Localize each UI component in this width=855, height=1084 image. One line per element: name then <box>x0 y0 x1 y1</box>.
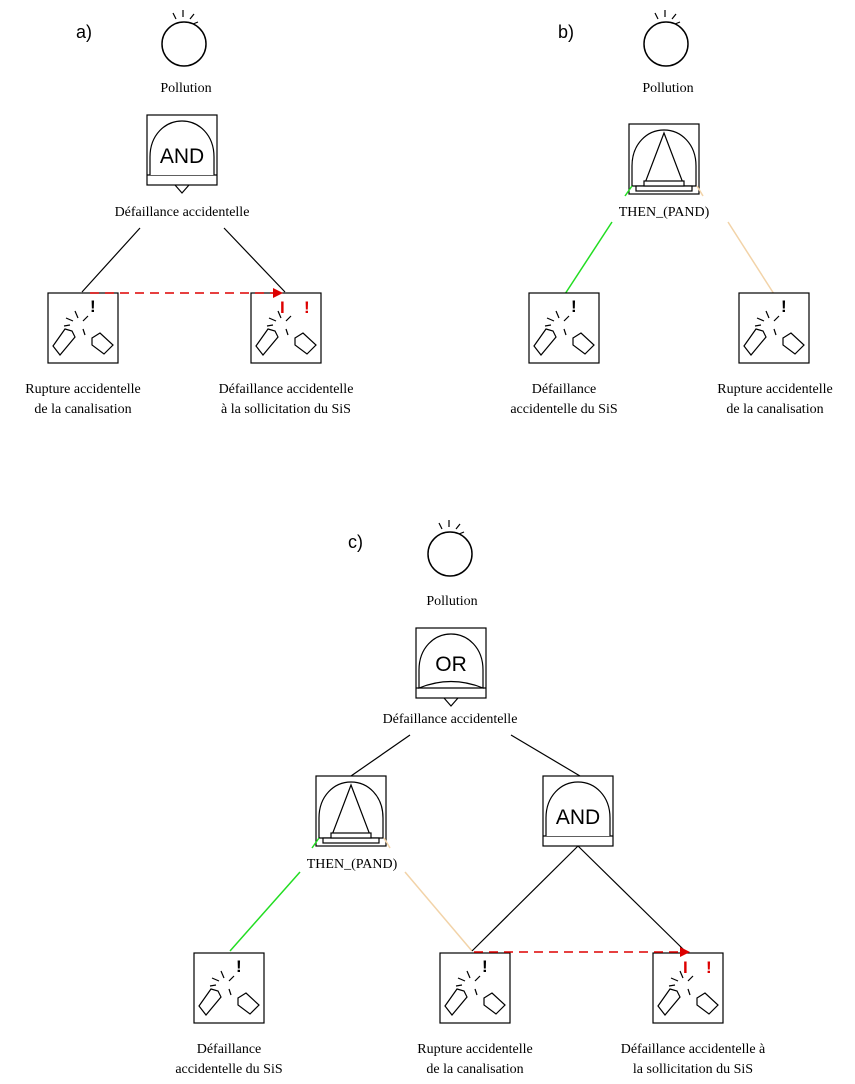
branch-line-first <box>564 221 613 295</box>
event-label-line2: de la canalisation <box>34 402 131 417</box>
branch-line-right <box>510 734 581 777</box>
gate-type-label: OR <box>435 653 467 676</box>
gate-transfer-mark <box>443 697 459 707</box>
top-event-label: Pollution <box>426 594 477 609</box>
panel-label-a: a) <box>76 22 92 42</box>
exclamation-mark: ! <box>571 297 577 316</box>
basic-event-icon <box>652 952 724 1024</box>
event-label-line1: Défaillance <box>197 1042 262 1057</box>
pand-input-first <box>624 185 633 197</box>
event-label-line1: Rupture accidentelle <box>717 382 832 397</box>
basic-event-icon <box>250 292 322 364</box>
pand-input-first <box>311 837 320 849</box>
event-label-line2: de la canalisation <box>726 402 823 417</box>
gate-type-label: AND <box>556 806 600 829</box>
event-label-line1: Défaillance accidentelle à <box>621 1042 766 1057</box>
top-event-icon <box>427 519 473 577</box>
event-label-line2: à la sollicitation du SiS <box>221 402 351 417</box>
gate-label: Défaillance accidentelle <box>383 712 518 727</box>
branch-line-first <box>229 871 301 952</box>
basic-event-icon <box>439 952 511 1024</box>
event-label-line1: Rupture accidentelle <box>417 1042 532 1057</box>
top-event-icon <box>161 9 207 67</box>
branch-line-second <box>727 221 775 295</box>
gate-transfer-mark <box>174 184 190 194</box>
exclamation-mark: ! <box>781 297 787 316</box>
branch-line-left <box>350 734 411 777</box>
and-branch-right <box>577 845 686 952</box>
event-label-line2: accidentelle du SiS <box>510 402 617 417</box>
exclamation-mark-red: ! <box>304 298 310 317</box>
and-branch-left <box>471 845 579 952</box>
event-label-line1: Défaillance <box>532 382 597 397</box>
gate-label: THEN_(PAND) <box>307 857 398 872</box>
event-label-line1: Rupture accidentelle <box>25 382 140 397</box>
diagram-a: Pollution AND Défaillance accidentelle !… <box>25 9 354 417</box>
branch-line-left <box>81 227 141 293</box>
gate-type-label: AND <box>160 145 204 168</box>
exclamation-mark-red: ! <box>706 958 712 977</box>
branch-line-right <box>223 227 286 293</box>
pand-gate-icon <box>315 775 387 847</box>
diagram-c: Pollution OR Défaillance accidentelle TH… <box>175 519 766 1077</box>
event-label-line2: la sollicitation du SiS <box>633 1062 753 1077</box>
pand-input-second <box>383 837 391 849</box>
top-event-label: Pollution <box>160 81 211 96</box>
diagram-b: Pollution THEN_(PAND) ! ! Défaillance ac… <box>510 9 833 417</box>
inhibit-mark: I <box>683 958 688 977</box>
branch-line-second <box>404 871 473 952</box>
gate-label: Défaillance accidentelle <box>115 205 250 220</box>
basic-event-icon <box>193 952 265 1024</box>
exclamation-mark: ! <box>482 957 488 976</box>
panel-label-b: b) <box>558 22 574 42</box>
event-label-line2: accidentelle du SiS <box>175 1062 282 1077</box>
top-event-label: Pollution <box>642 81 693 96</box>
panel-label-c: c) <box>348 532 363 552</box>
inhibit-mark: I <box>280 298 285 317</box>
event-label-line2: de la canalisation <box>426 1062 523 1077</box>
pand-gate-icon <box>628 123 700 195</box>
exclamation-mark: ! <box>90 297 96 316</box>
exclamation-mark: ! <box>236 957 242 976</box>
top-event-icon <box>643 9 689 67</box>
gate-label: THEN_(PAND) <box>619 205 710 220</box>
basic-event-icon <box>47 292 119 364</box>
event-label-line1: Défaillance accidentelle <box>219 382 354 397</box>
basic-event-icon <box>738 292 810 364</box>
pand-input-second <box>696 185 704 197</box>
basic-event-icon <box>528 292 600 364</box>
